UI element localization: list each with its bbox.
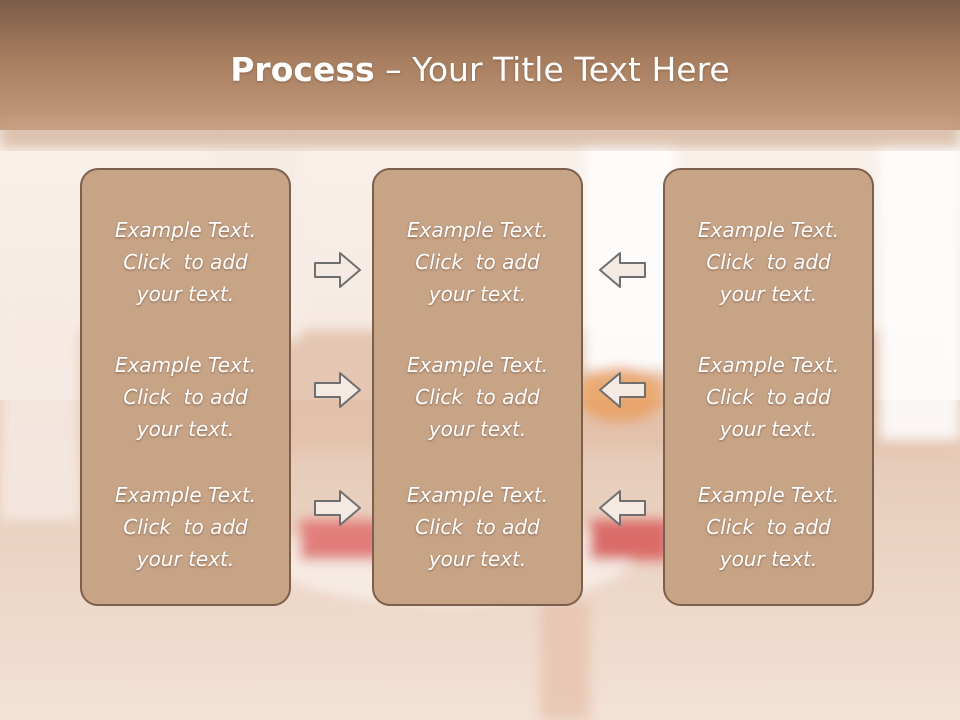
text-line: Example Text.: [114, 483, 257, 507]
text-placeholder[interactable]: Example Text. Click to add your text.: [665, 479, 872, 575]
text-line: your text.: [428, 417, 527, 441]
process-box-middle[interactable]: Example Text. Click to add your text. Ex…: [372, 168, 583, 606]
text-line: Click to add: [123, 515, 248, 539]
text-line: Click to add: [706, 385, 831, 409]
text-line: your text.: [136, 417, 235, 441]
text-line: Click to add: [415, 250, 540, 274]
text-line: Example Text.: [697, 218, 840, 242]
text-line: your text.: [136, 547, 235, 571]
text-line: your text.: [428, 282, 527, 306]
text-line: Example Text.: [697, 483, 840, 507]
text-line: Example Text.: [697, 353, 840, 377]
arrow-left-icon[interactable]: [597, 370, 647, 410]
text-placeholder[interactable]: Example Text. Click to add your text.: [82, 349, 289, 445]
text-line: your text.: [136, 282, 235, 306]
arrow-right-icon[interactable]: [313, 488, 363, 528]
text-line: Click to add: [706, 250, 831, 274]
text-line: your text.: [719, 547, 818, 571]
text-placeholder[interactable]: Example Text. Click to add your text.: [374, 479, 581, 575]
slide-title-rest: – Your Title Text Here: [374, 50, 730, 89]
slide-title-bold: Process: [230, 50, 375, 89]
text-line: your text.: [428, 547, 527, 571]
arrow-left-icon[interactable]: [597, 488, 647, 528]
arrow-right-icon[interactable]: [313, 250, 363, 290]
text-line: Example Text.: [406, 218, 549, 242]
text-line: Example Text.: [114, 218, 257, 242]
text-line: Example Text.: [406, 483, 549, 507]
arrow-left-icon[interactable]: [597, 250, 647, 290]
text-line: Example Text.: [114, 353, 257, 377]
text-line: your text.: [719, 282, 818, 306]
text-line: your text.: [719, 417, 818, 441]
text-placeholder[interactable]: Example Text. Click to add your text.: [82, 214, 289, 310]
slide-title: Process – Your Title Text Here: [0, 50, 960, 89]
arrow-right-icon[interactable]: [313, 370, 363, 410]
text-line: Click to add: [415, 515, 540, 539]
text-placeholder[interactable]: Example Text. Click to add your text.: [82, 479, 289, 575]
process-box-right[interactable]: Example Text. Click to add your text. Ex…: [663, 168, 874, 606]
text-placeholder[interactable]: Example Text. Click to add your text.: [665, 214, 872, 310]
text-placeholder[interactable]: Example Text. Click to add your text.: [665, 349, 872, 445]
text-line: Click to add: [123, 250, 248, 274]
text-placeholder[interactable]: Example Text. Click to add your text.: [374, 214, 581, 310]
text-placeholder[interactable]: Example Text. Click to add your text.: [374, 349, 581, 445]
text-line: Click to add: [123, 385, 248, 409]
text-line: Click to add: [706, 515, 831, 539]
text-line: Click to add: [415, 385, 540, 409]
text-line: Example Text.: [406, 353, 549, 377]
process-box-left[interactable]: Example Text. Click to add your text. Ex…: [80, 168, 291, 606]
